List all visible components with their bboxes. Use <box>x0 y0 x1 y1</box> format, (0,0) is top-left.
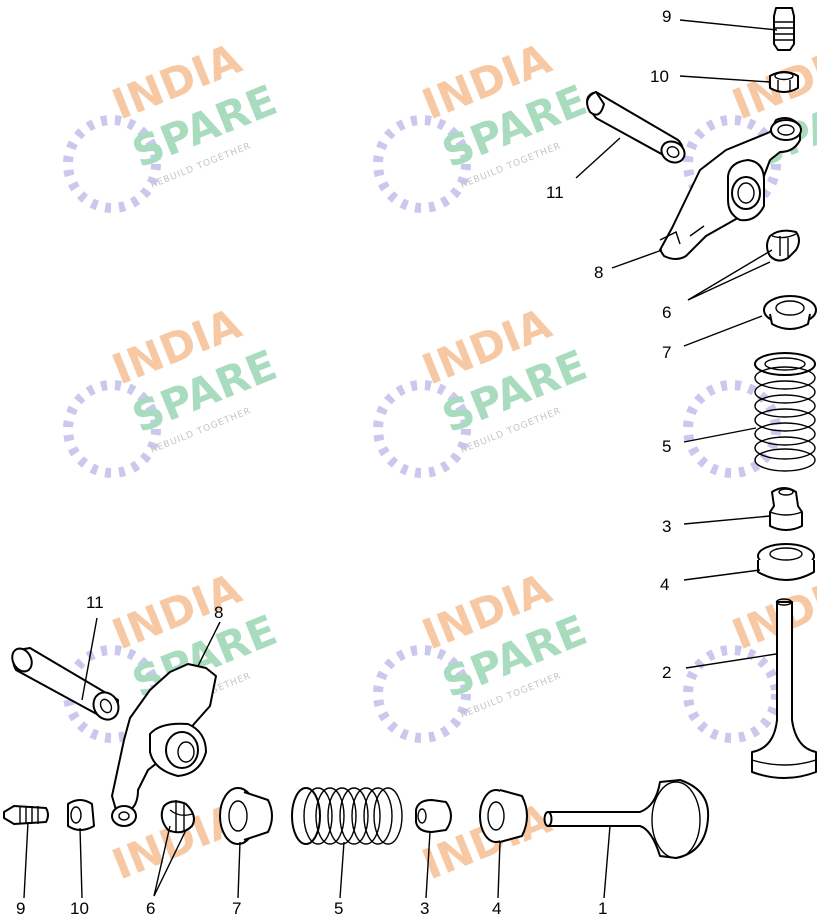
part-6-cotter-bottom <box>160 800 195 834</box>
part-2-valve-top <box>751 598 817 779</box>
callout-1: 1 <box>598 899 607 915</box>
callout-10: 10 <box>650 67 669 86</box>
callout-7: 7 <box>662 343 671 362</box>
callout-10: 10 <box>70 899 89 915</box>
part-10-locknut-top <box>769 71 799 93</box>
callout-5: 5 <box>662 437 671 456</box>
part-6-cotter-top <box>766 229 800 262</box>
watermark: INDIA SPARE REBUILD TOGETHER <box>373 299 593 478</box>
wrench-icon <box>683 115 781 213</box>
watermark: INDIA SPARE REBUILD TOGETHER <box>373 34 593 213</box>
callout-9: 9 <box>662 7 671 26</box>
part-1-valve-bottom <box>543 779 710 859</box>
part-10-locknut-bottom <box>67 799 95 831</box>
part-5-spring-bottom <box>291 787 403 845</box>
wrench-icon <box>373 380 471 478</box>
callout-6: 6 <box>662 303 671 322</box>
part-8-rocker-arm-bottom <box>111 663 217 827</box>
part-11-rocker-shaft-top <box>586 91 686 164</box>
part-8-rocker-arm-top <box>659 117 802 260</box>
callout-3: 3 <box>662 517 671 536</box>
part-7-retainer-bottom <box>219 787 273 845</box>
wrench-icon <box>63 380 161 478</box>
callout-3: 3 <box>420 899 429 915</box>
watermark: INDIA SPARE REBUILD TOGETHER <box>373 564 593 743</box>
callout-7: 7 <box>232 899 241 915</box>
wrench-icon <box>373 645 471 743</box>
part-5-spring-top <box>754 352 816 472</box>
wrench-icon <box>683 645 781 743</box>
watermark <box>683 380 781 478</box>
wrench-icon <box>63 115 161 213</box>
callout-2: 2 <box>662 663 671 682</box>
part-3-stem-seal-bottom <box>415 799 452 833</box>
part-4-spring-seat-bottom <box>479 789 528 843</box>
part-3-stem-seal-top <box>769 487 803 531</box>
watermark: INDIA SPARE REBUILD TOGETHER <box>63 299 283 478</box>
callout-8: 8 <box>594 263 603 282</box>
watermark: INDIA SPARE REBUILD TOGETHER <box>63 34 283 213</box>
callout-11: 11 <box>86 593 104 612</box>
callout-6: 6 <box>146 899 155 915</box>
leader-lines <box>23 19 778 899</box>
part-9-adjuster-top <box>773 7 795 51</box>
wrench-icon <box>373 115 471 213</box>
watermark: INDIA <box>683 564 817 743</box>
part-9-adjuster-bottom <box>3 805 49 825</box>
callout-8: 8 <box>214 603 223 622</box>
callout-9: 9 <box>16 899 25 915</box>
callout-5: 5 <box>334 899 343 915</box>
callout-11: 11 <box>546 183 564 202</box>
callout-numbers: 9 10 11 8 6 7 5 3 4 2 11 8 9 10 6 7 5 3 … <box>16 7 671 915</box>
part-11-rocker-shaft-bottom <box>11 647 120 721</box>
callout-4: 4 <box>492 899 501 915</box>
part-7-retainer-top <box>763 295 817 330</box>
callout-4: 4 <box>660 575 669 594</box>
part-4-spring-seat-top <box>757 543 815 581</box>
wrench-icon <box>683 380 781 478</box>
